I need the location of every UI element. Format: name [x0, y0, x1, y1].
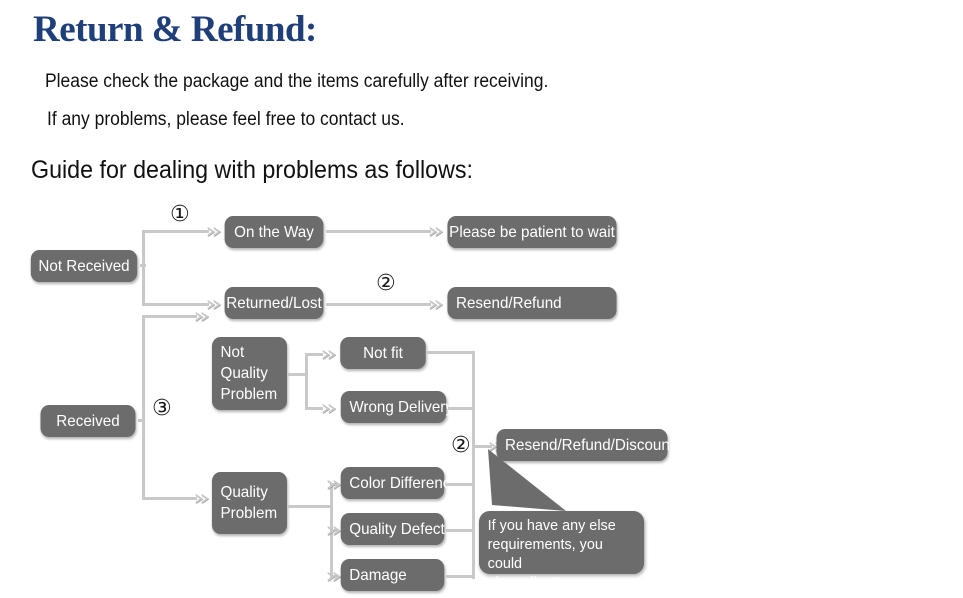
arrow-to-damage: »: [325, 564, 343, 588]
connector-not-received-to-ontheway: [142, 230, 209, 233]
connector-collector-to-resend-discount: [472, 445, 492, 448]
connector-quality-to-colordiff: [330, 483, 338, 486]
node-quality-defect: Quality Defect: [340, 513, 445, 545]
connector-returnedlost-to-resend: [326, 303, 431, 306]
arrow-to-returned-lost: »: [205, 292, 223, 316]
node-damage: Damage: [340, 559, 445, 591]
node-on-the-way: On the Way: [224, 216, 324, 248]
connector-ontheway-to-wait: [326, 230, 431, 233]
connector-received-to-quality: [142, 497, 197, 500]
node-not-fit: Not fit: [340, 337, 426, 369]
connector-notquality-to-notfit: [305, 353, 323, 356]
intro-line-2: If any problems, please feel free to con…: [47, 109, 405, 130]
intro-line-1: Please check the package and the items c…: [45, 71, 549, 92]
connector-quality-stub: [288, 505, 332, 508]
node-not-received: Not Received: [30, 250, 138, 282]
connector-damage-to-collector: [446, 575, 475, 578]
node-received: Received: [40, 405, 136, 437]
connector-not-received-spine: [142, 230, 145, 306]
arrow-to-not-quality-problem: »: [193, 304, 211, 328]
arrow-to-wrong-delivery: »: [320, 396, 338, 420]
arrow-to-please-wait: »: [427, 219, 445, 243]
connector-received-to-notquality: [142, 315, 197, 318]
node-resend-refund-discount: Resend/Refund/Discount: [496, 429, 674, 461]
arrow-to-quality-problem: »: [193, 486, 211, 510]
connector-notquality-stub: [288, 373, 307, 376]
arrow-to-on-the-way: »: [205, 219, 223, 243]
page-title: Return & Refund:: [33, 9, 317, 50]
node-please-be-patient: Please be patient to wait: [447, 216, 617, 248]
connector-received-stub: [138, 419, 145, 422]
node-resend-refund: Resend/Refund: [447, 287, 617, 319]
marker-two-bottom: ②: [451, 433, 471, 458]
connector-wrongdelivery-to-collector: [448, 407, 475, 410]
connector-notquality-spine: [305, 353, 308, 409]
arrow-to-not-fit: »: [320, 342, 338, 366]
arrow-to-color-difference: »: [325, 472, 343, 496]
connector-received-spine: [142, 315, 145, 500]
connector-qualitydefect-to-collector: [446, 529, 475, 532]
arrow-to-quality-defect: »: [325, 518, 343, 542]
connector-collector-spine: [472, 351, 475, 579]
callout-tail-icon: [488, 449, 566, 511]
connector-not-received-to-returnedlost: [142, 303, 209, 306]
node-quality-problem: Quality Problem: [211, 472, 288, 534]
connector-quality-to-qualitydefect: [330, 529, 338, 532]
connector-notquality-to-wrongdelivery: [305, 407, 323, 410]
marker-one: ①: [170, 202, 190, 227]
connector-notfit-to-collector: [427, 351, 475, 354]
callout-bubble: If you have any else requirements, you c…: [479, 511, 645, 591]
node-not-quality-problem: Not Quality Problem: [211, 337, 288, 410]
marker-three: ③: [152, 396, 172, 421]
arrow-to-resend-refund: »: [427, 292, 445, 316]
node-wrong-delivery: Wrong Delivery: [340, 391, 453, 423]
connector-quality-to-damage: [330, 575, 338, 578]
connector-colordiff-to-collector: [446, 483, 475, 486]
node-color-difference: Color Difference: [340, 467, 459, 499]
flowchart: Not Received » » ① On the Way Returned/L…: [0, 195, 963, 598]
node-returned-lost: Returned/Lost: [224, 287, 324, 319]
marker-two-top: ②: [376, 271, 396, 296]
guide-heading: Guide for dealing with problems as follo…: [31, 156, 473, 184]
connector-not-received-stub: [140, 264, 146, 267]
